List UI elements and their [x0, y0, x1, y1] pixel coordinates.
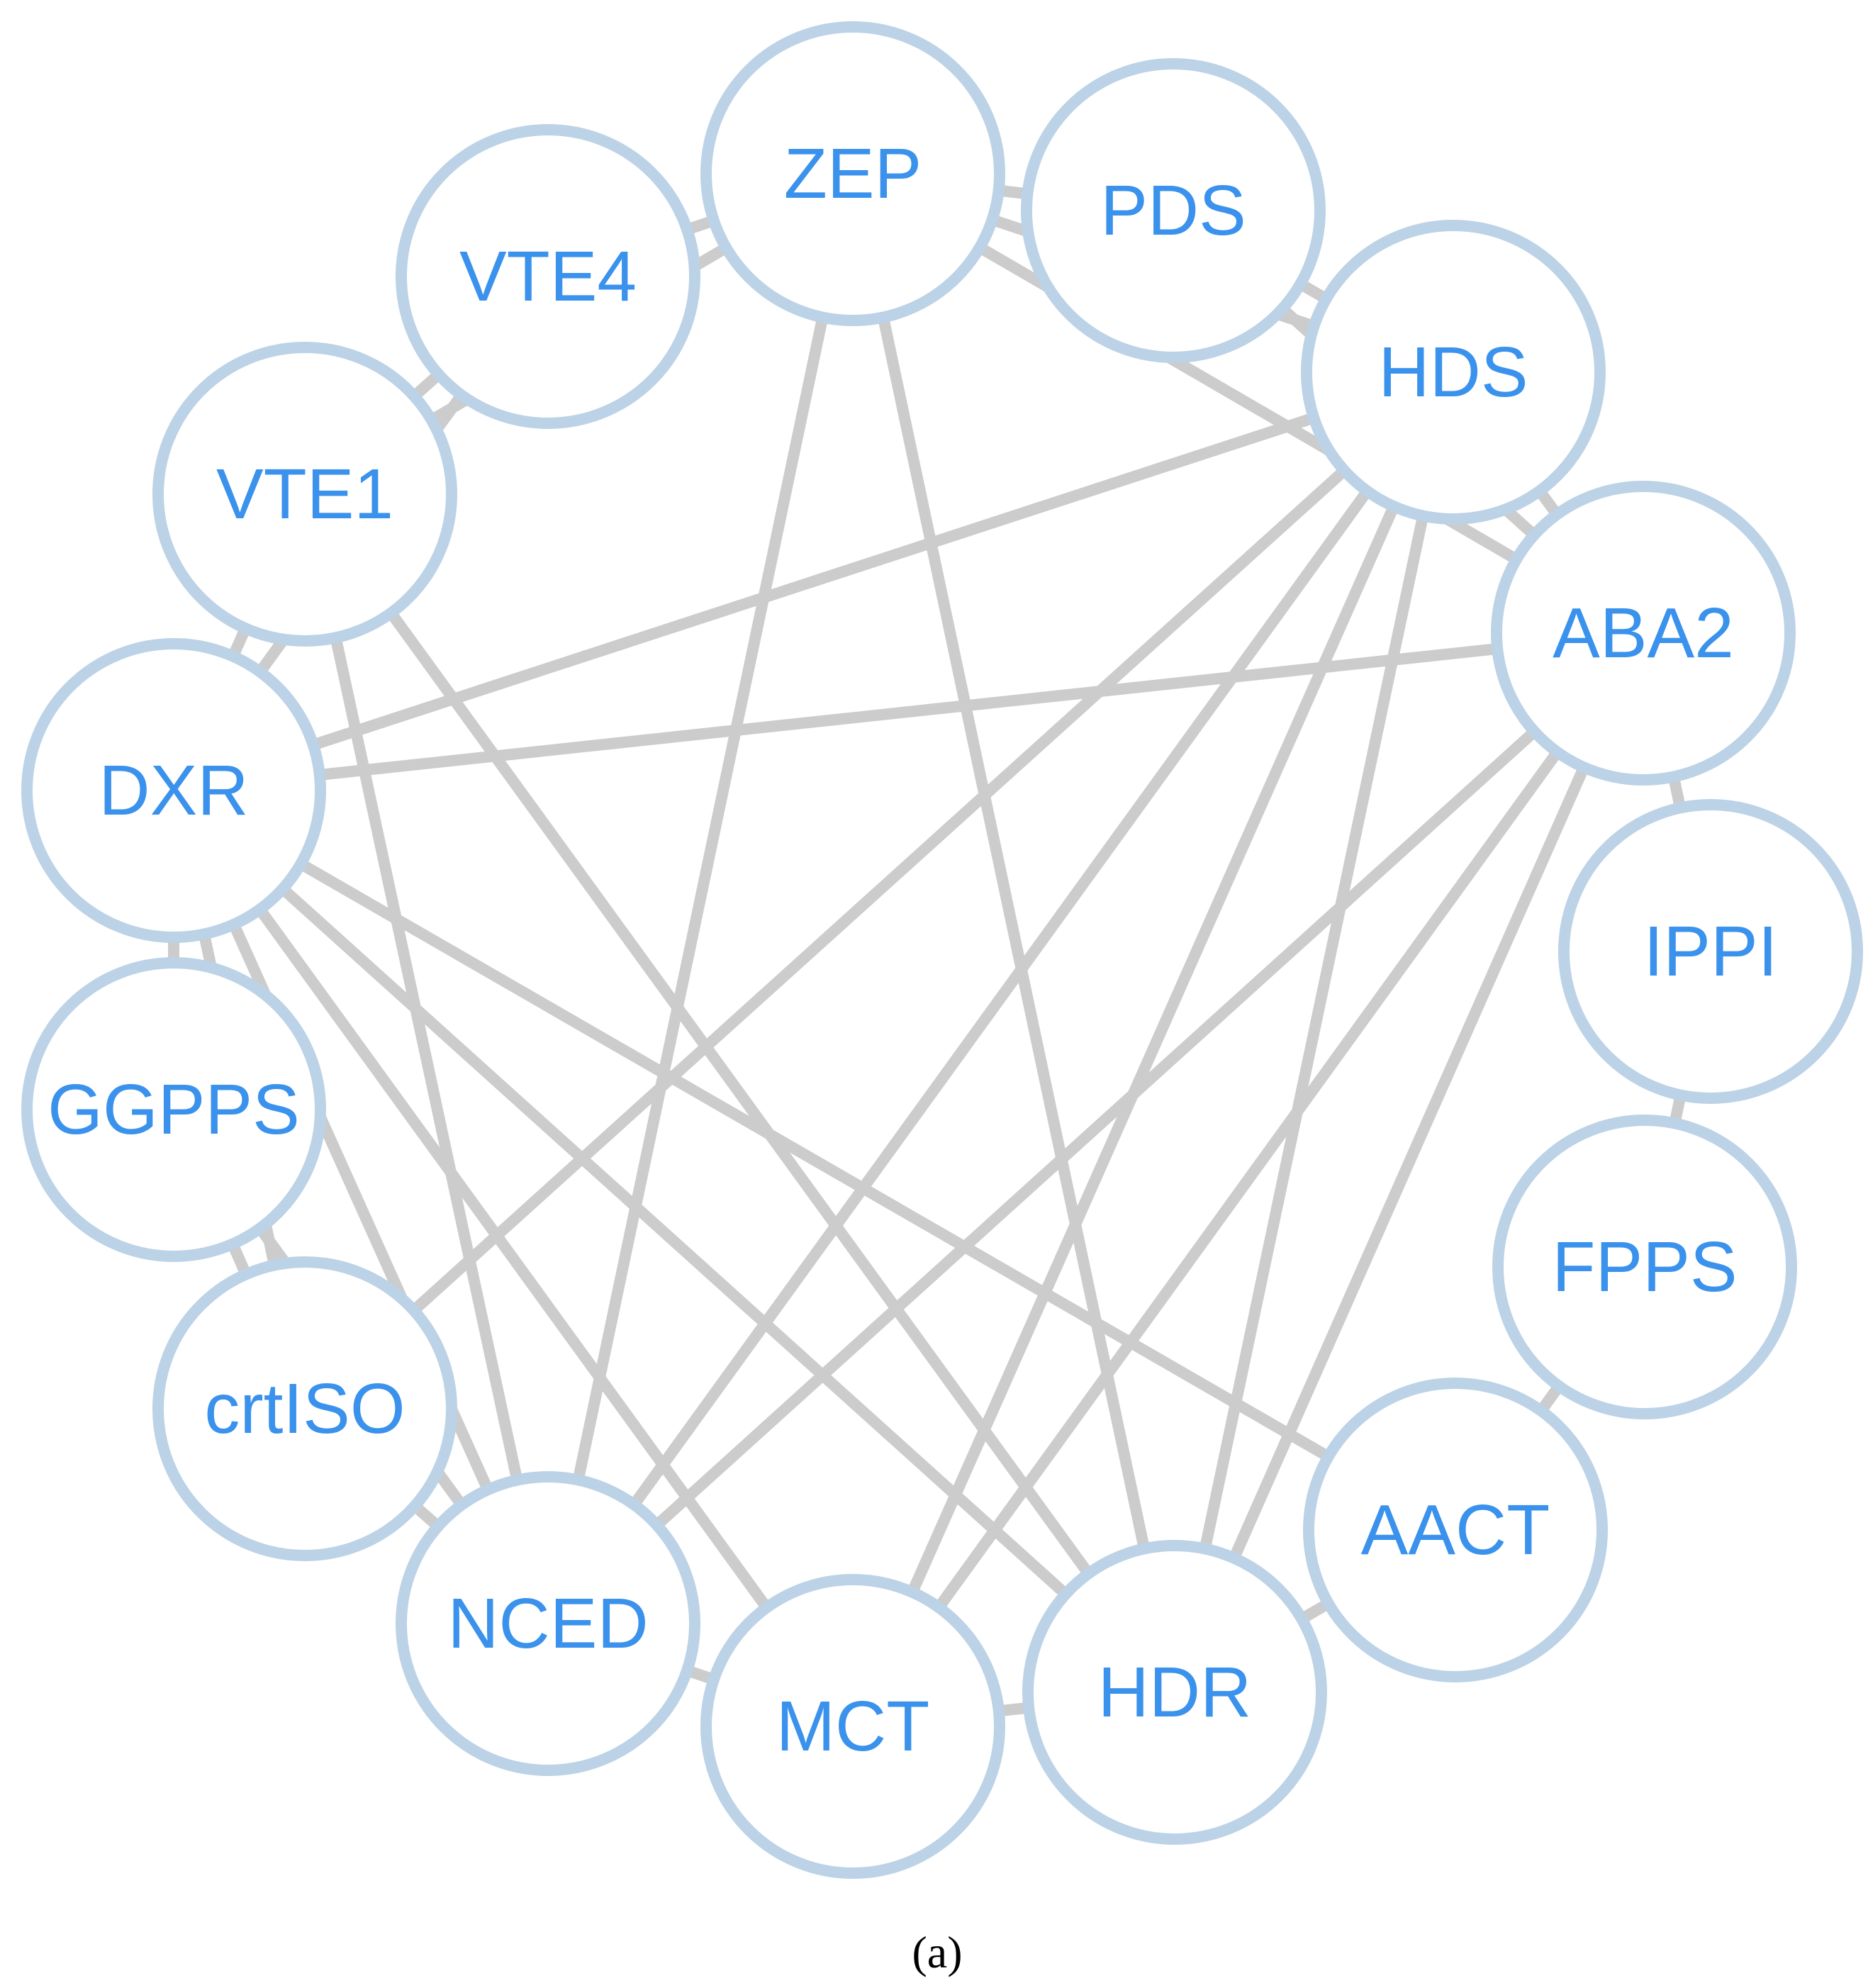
node-pds[interactable]: PDS — [1021, 58, 1326, 363]
node-ippi[interactable]: IPPI — [1558, 799, 1863, 1104]
node-circle — [1022, 1540, 1327, 1845]
node-circle — [396, 124, 700, 429]
node-circle — [396, 1471, 700, 1776]
node-aact[interactable]: AACT — [1303, 1378, 1608, 1682]
node-label: IPPI — [1644, 912, 1778, 991]
node-label: ZEP — [784, 134, 922, 213]
node-label: MCT — [776, 1687, 930, 1766]
node-aba2[interactable]: ABA2 — [1491, 481, 1796, 786]
node-label: DXR — [99, 751, 248, 830]
node-label: ABA2 — [1553, 593, 1734, 673]
node-hdr[interactable]: HDR — [1022, 1540, 1327, 1845]
node-circle — [1492, 1115, 1797, 1419]
node-circle — [152, 342, 457, 647]
node-fpps[interactable]: FPPS — [1492, 1115, 1797, 1419]
node-label: HDR — [1098, 1653, 1252, 1732]
node-circle — [1021, 58, 1326, 363]
edge-dxr-hdr — [169, 786, 1179, 1697]
node-mct[interactable]: MCT — [700, 1574, 1005, 1879]
node-circle — [1491, 481, 1796, 786]
edge-hds-mct — [847, 369, 1459, 1729]
node-label: AACT — [1361, 1490, 1550, 1570]
node-label: VTE4 — [459, 237, 637, 316]
node-label: HDS — [1378, 333, 1528, 412]
node-crtiso[interactable]: crtISO — [152, 1256, 457, 1561]
figure-caption: (a) — [912, 1927, 962, 1977]
node-hds[interactable]: HDS — [1301, 220, 1606, 525]
edge-aba2-dxr — [173, 627, 1644, 796]
edge-vte1-nced — [299, 493, 554, 1625]
node-dxr[interactable]: DXR — [21, 638, 326, 943]
edge-dxr-mct — [169, 787, 858, 1730]
edge-aba2-nced — [544, 629, 1648, 1628]
node-label: GGPPS — [47, 1070, 300, 1149]
node-nced[interactable]: NCED — [396, 1471, 700, 1776]
node-zep[interactable]: ZEP — [700, 21, 1005, 326]
edge-hds-hdr — [1169, 371, 1459, 1694]
node-circle — [700, 21, 1005, 326]
node-circle — [1558, 799, 1863, 1104]
node-circle — [1301, 220, 1606, 525]
edge-zep-hdr — [847, 172, 1180, 1694]
edge-hds-nced — [543, 369, 1458, 1627]
node-circle — [700, 1574, 1005, 1879]
node-circle — [152, 1256, 457, 1561]
node-circle — [21, 638, 326, 943]
node-ggpps[interactable]: GGPPS — [21, 957, 326, 1262]
edge-dxr-aact — [171, 786, 1458, 1535]
edge-hds-dxr — [172, 367, 1455, 796]
node-label: crtISO — [204, 1369, 405, 1448]
node-label: VTE1 — [216, 454, 393, 534]
node-label: FPPS — [1552, 1227, 1737, 1307]
edge-aba2-hdr — [1169, 630, 1649, 1695]
node-vte4[interactable]: VTE4 — [396, 124, 700, 429]
node-circle — [21, 957, 326, 1262]
edge-aba2-mct — [848, 630, 1648, 1730]
node-label: PDS — [1100, 171, 1246, 250]
node-vte1[interactable]: VTE1 — [152, 342, 457, 647]
node-label: NCED — [447, 1584, 648, 1663]
edge-hds-crtiso — [301, 368, 1458, 1413]
node-circle — [1303, 1378, 1608, 1682]
edge-vte1-hdr — [300, 491, 1180, 1696]
